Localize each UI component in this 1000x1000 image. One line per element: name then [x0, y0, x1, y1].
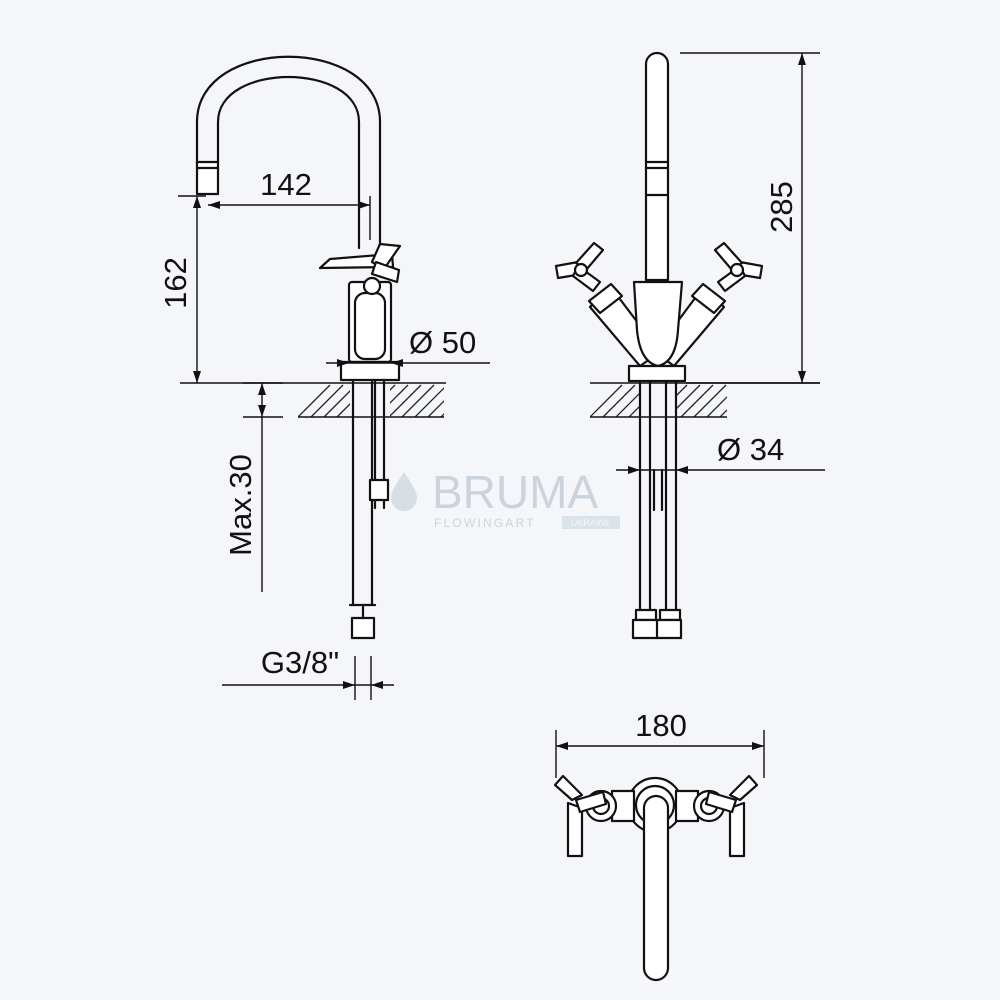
dimension-thread: G3/8": [222, 645, 394, 700]
aerator-left: [195, 160, 220, 196]
watermark-tagline: FLOWINGART: [434, 516, 536, 530]
spout-front: [644, 51, 670, 282]
side-view: 142 162 Ø 50 Max.30: [158, 55, 490, 700]
cross-handle-top-left: [553, 774, 608, 858]
countertop-section-left: [180, 382, 446, 418]
front-view: 285 Ø 34: [554, 51, 825, 640]
total-width-label: 180: [635, 708, 687, 743]
dimension-max-thickness: Max.30: [223, 382, 283, 592]
hose-nut-left: [350, 616, 376, 640]
total-height-label: 285: [764, 181, 799, 233]
base-flange-front: [627, 364, 687, 383]
spout-top: [642, 794, 670, 982]
cross-handle-right: [713, 241, 764, 293]
spout-left: [195, 55, 382, 250]
dimension-body-diameter: Ø 50: [326, 325, 490, 367]
watermark-region: UKRAINE: [571, 518, 611, 528]
hole-diameter-label: Ø 34: [717, 432, 784, 467]
dimension-hole-diameter: Ø 34: [616, 432, 825, 474]
body-diameter-label: Ø 50: [409, 325, 476, 360]
dimension-total-height: 285: [680, 52, 820, 384]
cross-handle-top-right: [704, 774, 759, 858]
max-thickness-label: Max.30: [223, 454, 258, 556]
cross-handle-side: [318, 242, 402, 296]
dimension-spout-height: 162: [158, 195, 206, 383]
spout-height-label: 162: [158, 257, 193, 309]
cross-handle-left: [554, 241, 605, 293]
watermark-brand: BRUMA: [432, 466, 598, 518]
countertop-section-right: [590, 382, 820, 418]
top-view: 180: [553, 708, 765, 982]
watermark: BRUMA FLOWINGART UKRAINE: [391, 466, 620, 530]
thread-label: G3/8": [261, 645, 339, 680]
dimension-total-width: 180: [555, 708, 765, 778]
supply-hoses-front: [638, 379, 678, 612]
dimension-spout-reach: 142: [208, 167, 371, 240]
droplet-icon: [391, 472, 417, 511]
spout-reach-label: 142: [260, 167, 312, 202]
base-flange-left: [339, 360, 401, 382]
